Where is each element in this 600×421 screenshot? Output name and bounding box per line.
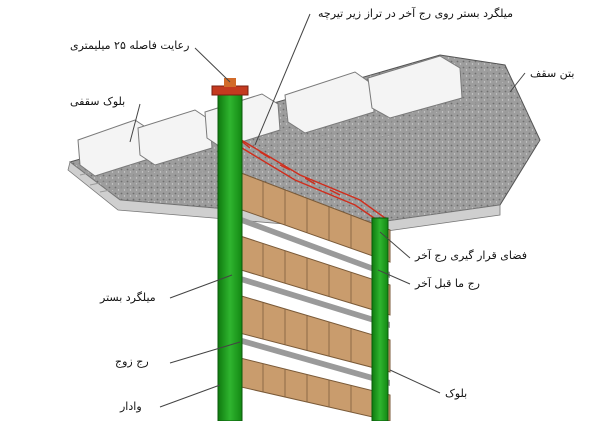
label-last-row-space: فضای قرار گیری رج آخر bbox=[415, 249, 528, 262]
top-bed-rebar bbox=[231, 137, 386, 223]
vertical-posts bbox=[211, 78, 389, 421]
label-bed-rebar: میلگرد بستر bbox=[100, 291, 156, 304]
label-even-row: رج زوج bbox=[115, 355, 149, 368]
leader-lines bbox=[129, 13, 526, 408]
label-vadar: وادار bbox=[120, 400, 142, 413]
label-mesh-top: میلگرد بستر روی رج آخر در تراز زیر تیرچه bbox=[318, 7, 514, 20]
masonry-courses bbox=[227, 167, 391, 421]
label-roof-concrete: بتن سقف bbox=[530, 67, 575, 80]
label-row-before-last: رج ما قبل آخر bbox=[415, 277, 480, 290]
label-roof-block: بلوک سقفی bbox=[70, 95, 126, 108]
label-gap-25: رعایت فاصله ۲۵ میلیمتری bbox=[70, 39, 190, 52]
label-block: بلوک bbox=[445, 387, 468, 400]
